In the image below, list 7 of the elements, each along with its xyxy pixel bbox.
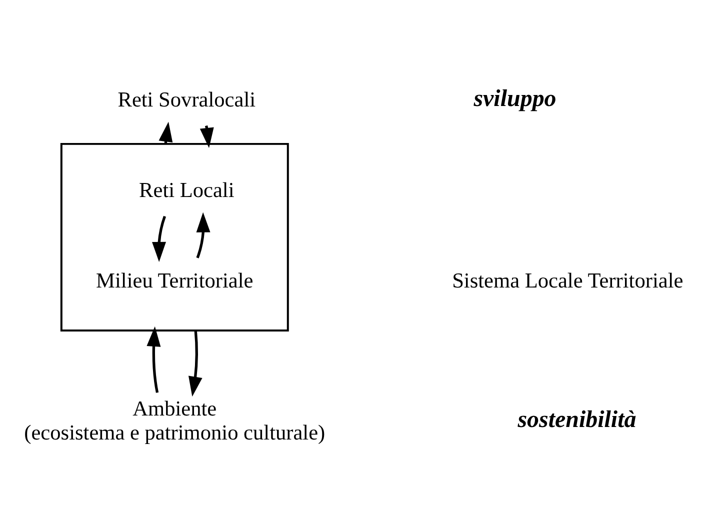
node-text: Ambiente (ecosistema e patrimonio culturale) (24, 396, 326, 444)
label: Sistema Locale Territoriale (452, 268, 684, 293)
node-text: Milieu Territoriale (96, 268, 254, 293)
node-text: Reti Locali (139, 178, 234, 202)
label: sostenibilità (518, 406, 636, 433)
label: sviluppo (474, 86, 556, 112)
node-text: Reti Sovralocali (118, 87, 256, 112)
